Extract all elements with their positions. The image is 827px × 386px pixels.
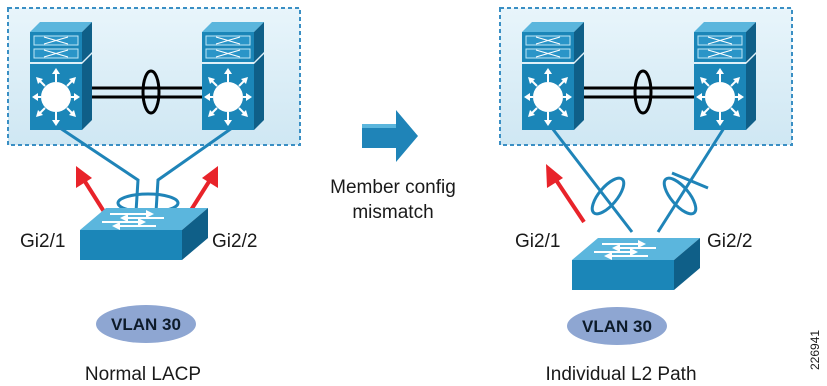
right-arrow-icon: [362, 110, 418, 162]
port-label-gi2-2: Gi2/2: [212, 231, 257, 252]
traffic-arrow-left: [76, 166, 110, 220]
inter-switch-link: [92, 69, 202, 115]
uplinks: [59, 126, 233, 213]
core-switch-left: [29, 21, 93, 131]
vlan-label: VLAN 30: [111, 315, 181, 334]
vlan-label: VLAN 30: [582, 317, 652, 336]
core-switch-left: [521, 21, 585, 131]
left-panel: Gi2/1 Gi2/2 VLAN 30 Normal LACP: [7, 7, 301, 385]
inter-switch-link: [584, 69, 694, 115]
core-switch-right: [201, 21, 265, 131]
figure-id: 226941: [808, 330, 822, 370]
link-ring-right: [662, 176, 698, 216]
vlan-oval: [96, 305, 196, 343]
transition-label-line1: Member config: [330, 177, 456, 198]
port-label-gi2-1: Gi2/1: [515, 231, 560, 252]
panel-caption: Normal LACP: [85, 364, 201, 385]
traffic-arrow-left: [546, 164, 586, 224]
access-switch: [571, 237, 701, 291]
core-switch-right: [693, 21, 757, 131]
port-label-gi2-1: Gi2/1: [20, 231, 65, 252]
transition: Member config mismatch: [330, 110, 456, 223]
panel-caption: Individual L2 Path: [545, 364, 696, 385]
link-cut-mark: [671, 171, 709, 190]
transition-label-line2: mismatch: [352, 202, 433, 223]
vlan-oval: [567, 307, 667, 345]
access-switch: [79, 207, 209, 261]
link-ring-left: [590, 176, 626, 216]
port-label-gi2-2: Gi2/2: [707, 231, 752, 252]
right-panel: Gi2/1 Gi2/2 VLAN 30 Individual L2 Path: [499, 7, 793, 385]
